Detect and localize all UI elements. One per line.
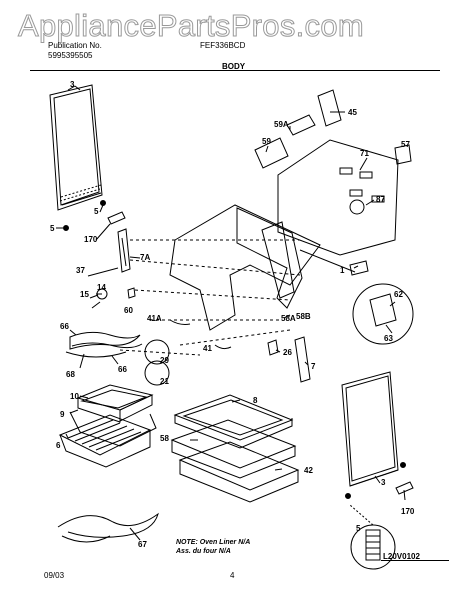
wire-37 (87, 267, 119, 277)
callout-21: 21 (160, 377, 169, 386)
hinge-7 (294, 336, 311, 383)
callout-5-right: 5 (356, 524, 361, 533)
part-59 (254, 137, 289, 169)
leveling-leg-170-left (107, 211, 126, 225)
callout-7A: 7A (140, 253, 151, 262)
part-45 (317, 89, 342, 127)
screw-5-left (100, 200, 106, 206)
detail-21 (144, 360, 170, 386)
wire-41A (169, 319, 191, 325)
callout-66-left: 66 (60, 322, 69, 331)
side-panel-left (49, 84, 103, 211)
callout-5-left-lower: 5 (50, 224, 55, 233)
callout-58: 58 (160, 434, 169, 443)
callout-9: 9 (60, 410, 65, 419)
publication-number: 5995395505 (48, 51, 93, 60)
broil-pan (69, 384, 157, 447)
label-57 (394, 144, 412, 165)
leader-lines (56, 85, 406, 541)
callout-8: 8 (253, 396, 258, 405)
hinge-7A (117, 228, 131, 273)
callout-41A: 41A (147, 314, 162, 323)
drawer-42 (178, 441, 300, 503)
oven-liner-note: NOTE: Oven Liner N/A Ass. du four N/A (176, 538, 250, 556)
publication-label: Publication No. (48, 41, 102, 50)
callout-58A: 58A (281, 314, 296, 323)
callout-5-left: 5 (94, 207, 99, 216)
side-panel-right (341, 371, 399, 487)
callout-14: 14 (97, 283, 106, 292)
wire-41 (214, 344, 232, 350)
oven-door-8 (173, 394, 294, 449)
callout-41: 41 (203, 344, 212, 353)
callout-170-left: 170 (84, 235, 98, 244)
callout-59A: 59A (274, 120, 289, 129)
callout-15: 15 (80, 290, 89, 299)
callout-66-right: 66 (118, 365, 127, 374)
watermark: AppliancePartsPros.com (17, 8, 365, 44)
detail-29 (144, 339, 170, 365)
oven-rack-6 (58, 414, 152, 468)
callout-67: 67 (138, 540, 147, 549)
callout-62: 62 (394, 290, 403, 299)
part-26 (267, 339, 279, 356)
bake-element (69, 331, 141, 350)
screw-right (345, 493, 351, 499)
section-title: BODY (222, 62, 246, 71)
assembly-lines (119, 239, 301, 356)
callout-3-right: 3 (381, 478, 386, 487)
detail-circle-62 (352, 283, 414, 345)
callout-58B: 58B (296, 312, 311, 321)
callout-29: 29 (160, 356, 169, 365)
terminal-block-1 (349, 260, 369, 276)
callout-60: 60 (124, 306, 133, 315)
footer-date: 09/03 (44, 571, 65, 580)
part-59A (286, 114, 316, 136)
callout-68-left: 68 (66, 370, 75, 379)
callout-6: 6 (56, 441, 61, 450)
drawing-code: L20V0102 (383, 552, 420, 561)
callout-10: 10 (70, 392, 79, 401)
callout-170-right: 170 (401, 507, 415, 516)
callout-63: 63 (384, 334, 393, 343)
callout-45: 45 (348, 108, 357, 117)
callout-57: 57 (401, 140, 410, 149)
model-number: FEF336BCD (200, 41, 246, 50)
callout-7: 7 (311, 362, 316, 371)
screw-5-lower (63, 225, 69, 231)
socket-15 (89, 294, 99, 299)
callout-26: 26 (283, 348, 292, 357)
part-60 (127, 287, 136, 299)
broil-element-67 (57, 512, 159, 538)
rear-panel-71 (277, 139, 399, 273)
callout-71: 71 (360, 149, 369, 158)
callout-1: 1 (340, 266, 345, 275)
callout-3-top: 3 (70, 80, 75, 89)
leveling-leg-170-right (395, 481, 414, 495)
callout-87: 87 (376, 195, 385, 204)
callout-59: 59 (262, 137, 271, 146)
note-line-1: NOTE: Oven Liner N/A (176, 539, 251, 546)
callout-37: 37 (76, 266, 85, 275)
oven-door-58 (170, 419, 297, 479)
header-rule (30, 70, 440, 71)
note-line-2: Ass. du four N/A (176, 548, 231, 555)
callout-42: 42 (304, 466, 313, 475)
page-number: 4 (230, 571, 235, 580)
